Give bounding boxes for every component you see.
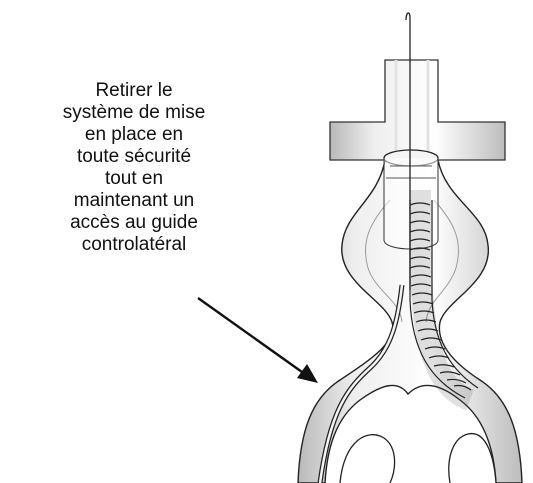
callout-arrow — [198, 298, 318, 383]
